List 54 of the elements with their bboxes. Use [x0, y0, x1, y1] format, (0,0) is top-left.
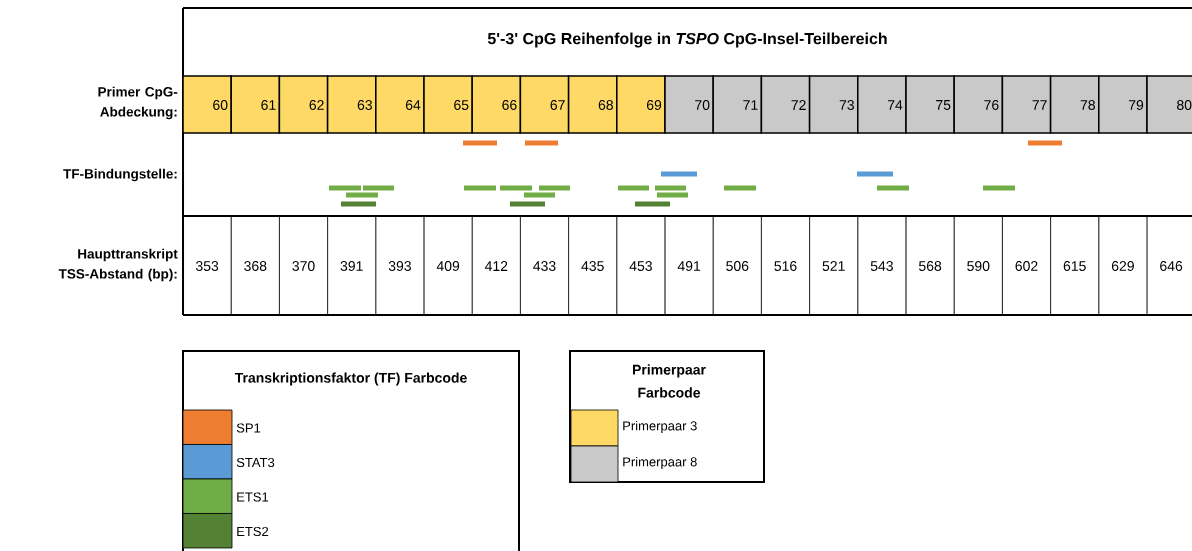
table-cell: 370 [279, 215, 328, 316]
table-cell: 433 [520, 215, 569, 316]
table-cell: 77 [1001, 75, 1052, 134]
legend-title: Transkriptionsfaktor (TF) Farbcode [234, 372, 467, 386]
table-cell: 409 [423, 215, 473, 316]
table-cell: 412 [471, 215, 521, 316]
table-cell: 74 [857, 75, 907, 134]
table-cell: 79 [1098, 75, 1148, 134]
table-cell: 590 [953, 215, 1003, 316]
table-cell: 516 [761, 215, 810, 316]
row-header: TF-Bindungstelle: [63, 168, 177, 182]
table-cell: 60 [182, 75, 232, 134]
table-cell: 353 [182, 215, 232, 316]
table-cell: 391 [327, 215, 377, 316]
table-cell: 75 [905, 75, 955, 134]
table-cell: 615 [1050, 215, 1100, 316]
table-cell: 63 [326, 75, 377, 134]
table-cell: 68 [567, 75, 618, 134]
table-cell: 453 [616, 215, 666, 316]
table-cell: 64 [375, 75, 425, 134]
table-cell: 543 [857, 215, 907, 316]
table-cell: 65 [423, 75, 473, 134]
legend-title: Primerpaar Farbcode [633, 364, 706, 398]
table-cell: 80 [1146, 75, 1192, 134]
table-cell: 602 [1002, 215, 1051, 316]
table-cell: 435 [568, 215, 618, 316]
legend-label: STAT3 [236, 457, 275, 468]
table-cell: 506 [712, 215, 762, 316]
table-cell: 521 [809, 215, 859, 316]
table-cell: 629 [1098, 215, 1148, 316]
table-cell: 62 [278, 75, 329, 134]
table-cell: 73 [808, 75, 859, 134]
legend-label: ETS2 [237, 526, 269, 537]
table-cell: 71 [712, 75, 763, 134]
table-cell: 72 [760, 75, 811, 134]
legend-label: SP1 [236, 423, 261, 433]
table-cell: 568 [905, 215, 955, 316]
title: 5'-3' CpG Reihenfolge in TSPO CpG-Insel-Teilbereich [487, 32, 887, 48]
row-header: Primer CpG-Abdeckung: [98, 86, 178, 120]
table-cell: 78 [1049, 75, 1100, 134]
table-cell: 368 [230, 215, 280, 316]
legend-label: Primerpaar 3 [623, 420, 697, 434]
table-cell: 61 [230, 75, 281, 134]
table-cell: 646 [1146, 215, 1192, 316]
legend-label: ETS1 [237, 492, 269, 502]
legend-label: Primerpaar 8 [623, 456, 697, 470]
table-cell: 76 [953, 75, 1004, 134]
row-header: Haupttranskript TSS-Abstand (bp): [58, 248, 178, 282]
table-cell: 393 [375, 215, 425, 316]
table-cell: 69 [616, 75, 666, 134]
table-cell: 70 [664, 75, 714, 134]
table-cell: 67 [519, 75, 570, 134]
table-cell: 491 [664, 215, 714, 316]
table-cell: 66 [471, 75, 522, 134]
